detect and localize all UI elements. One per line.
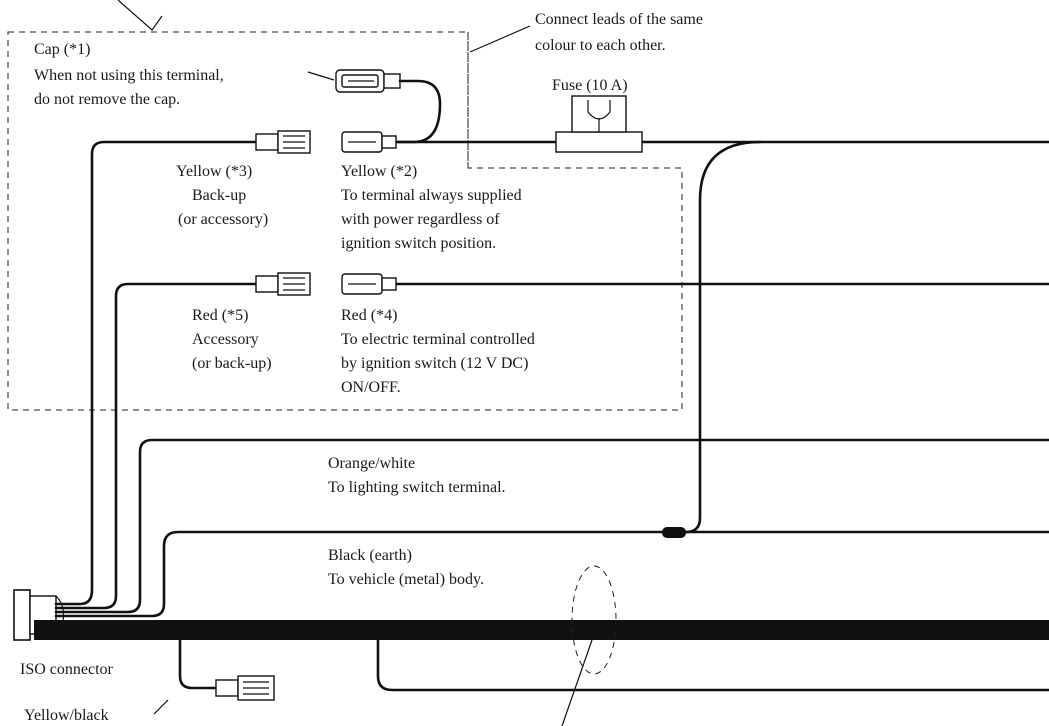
yellow3-line3: (or accessory) bbox=[178, 211, 268, 228]
black-line2: To vehicle (metal) body. bbox=[328, 571, 484, 588]
leader-yellow-black bbox=[153, 699, 169, 715]
wire-red-5 bbox=[54, 282, 258, 610]
yellow-black-label: Yellow/black bbox=[24, 707, 109, 724]
wire-black-earth bbox=[54, 530, 1049, 618]
red5-line1: Red (*5) bbox=[192, 307, 248, 324]
red5-line2: Accessory bbox=[192, 331, 259, 348]
iso-connector bbox=[13, 589, 31, 641]
yellow2-line2: To terminal always supplied bbox=[341, 187, 522, 204]
leader-same-colour bbox=[469, 25, 531, 53]
red4-line1: Red (*4) bbox=[341, 307, 397, 324]
connector-yellow-black-icon bbox=[215, 675, 275, 701]
fuse-icon bbox=[555, 95, 643, 153]
connector-red-4-icon bbox=[341, 273, 397, 295]
wire-yellow-black bbox=[178, 638, 218, 690]
cap-note-line2: do not remove the cap. bbox=[34, 91, 180, 108]
cap-title: Cap (*1) bbox=[34, 41, 90, 58]
orange-line2: To lighting switch terminal. bbox=[328, 479, 506, 496]
wire-vertical-drop bbox=[684, 140, 762, 534]
main-harness-cable bbox=[34, 620, 1049, 640]
iso-label: ISO connector bbox=[20, 661, 114, 678]
wire-yellow-3 bbox=[54, 140, 258, 606]
leader-bottom bbox=[561, 639, 593, 726]
red4-line2: To electric terminal controlled bbox=[341, 331, 535, 348]
leader-cap bbox=[307, 71, 335, 81]
red5-line3: (or back-up) bbox=[192, 355, 272, 372]
yellow3-line1: Yellow (*3) bbox=[176, 163, 252, 180]
yellow2-line1: Yellow (*2) bbox=[341, 163, 417, 180]
same-colour-line2: colour to each other. bbox=[535, 37, 666, 54]
orange-line1: Orange/white bbox=[328, 455, 415, 472]
yellow2-line4: ignition switch position. bbox=[341, 235, 496, 252]
wire-lower-thin bbox=[376, 638, 1049, 692]
connector-yellow-2-icon bbox=[341, 131, 397, 153]
cap-connector-icon bbox=[335, 69, 442, 144]
yellow3-line2: Back-up bbox=[192, 187, 246, 204]
wire-joint bbox=[662, 527, 686, 538]
fuse-label: Fuse (10 A) bbox=[552, 77, 628, 94]
connector-red-5-icon bbox=[255, 272, 311, 296]
yellow2-line3: with power regardless of bbox=[341, 211, 500, 228]
cap-note-line1: When not using this terminal, bbox=[34, 67, 224, 84]
connector-yellow-3-icon bbox=[255, 130, 311, 154]
wire-orange-white bbox=[54, 438, 1049, 614]
red4-line4: ON/OFF. bbox=[341, 379, 401, 396]
black-line1: Black (earth) bbox=[328, 547, 412, 564]
leader-top-left bbox=[117, 0, 163, 31]
red4-line3: by ignition switch (12 V DC) bbox=[341, 355, 528, 372]
same-colour-line1: Connect leads of the same bbox=[535, 11, 703, 28]
bundle-marker bbox=[571, 565, 617, 675]
